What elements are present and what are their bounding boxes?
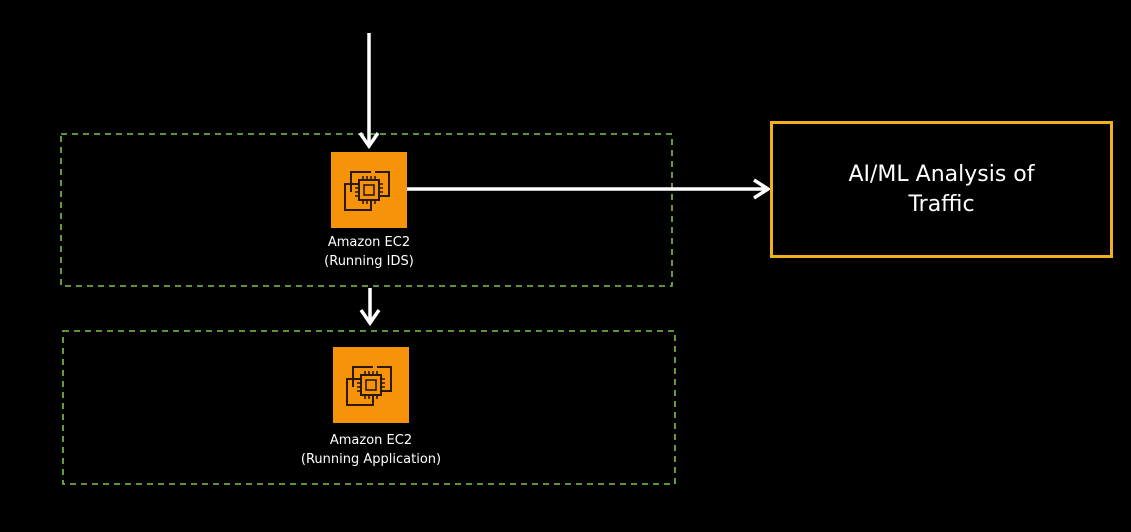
ec2-app-icon <box>333 347 409 423</box>
ec2-ids-role: (Running IDS) <box>324 254 414 269</box>
incoming-traffic-arrow <box>358 33 380 150</box>
ec2-ids-service-name: Amazon EC2 <box>327 235 411 250</box>
app-subnet-group <box>62 330 676 485</box>
ec2-app-service-name: Amazon EC2 <box>329 433 413 448</box>
analysis-title-line1: AI/ML Analysis of <box>848 161 1035 187</box>
ec2-app-label: Amazon EC2 (Running Application) <box>251 431 491 469</box>
forward-traffic-arrow <box>359 288 381 327</box>
ai-ml-analysis-box: AI/ML Analysis of Traffic <box>770 121 1113 258</box>
ec2-ids-label: Amazon EC2 (Running IDS) <box>249 233 489 271</box>
ids-subnet-group <box>60 133 673 287</box>
ec2-app-role: (Running Application) <box>300 452 442 467</box>
analysis-arrow <box>407 178 772 200</box>
ec2-ids-icon <box>331 152 407 228</box>
analysis-title-line2: Traffic <box>908 191 975 217</box>
